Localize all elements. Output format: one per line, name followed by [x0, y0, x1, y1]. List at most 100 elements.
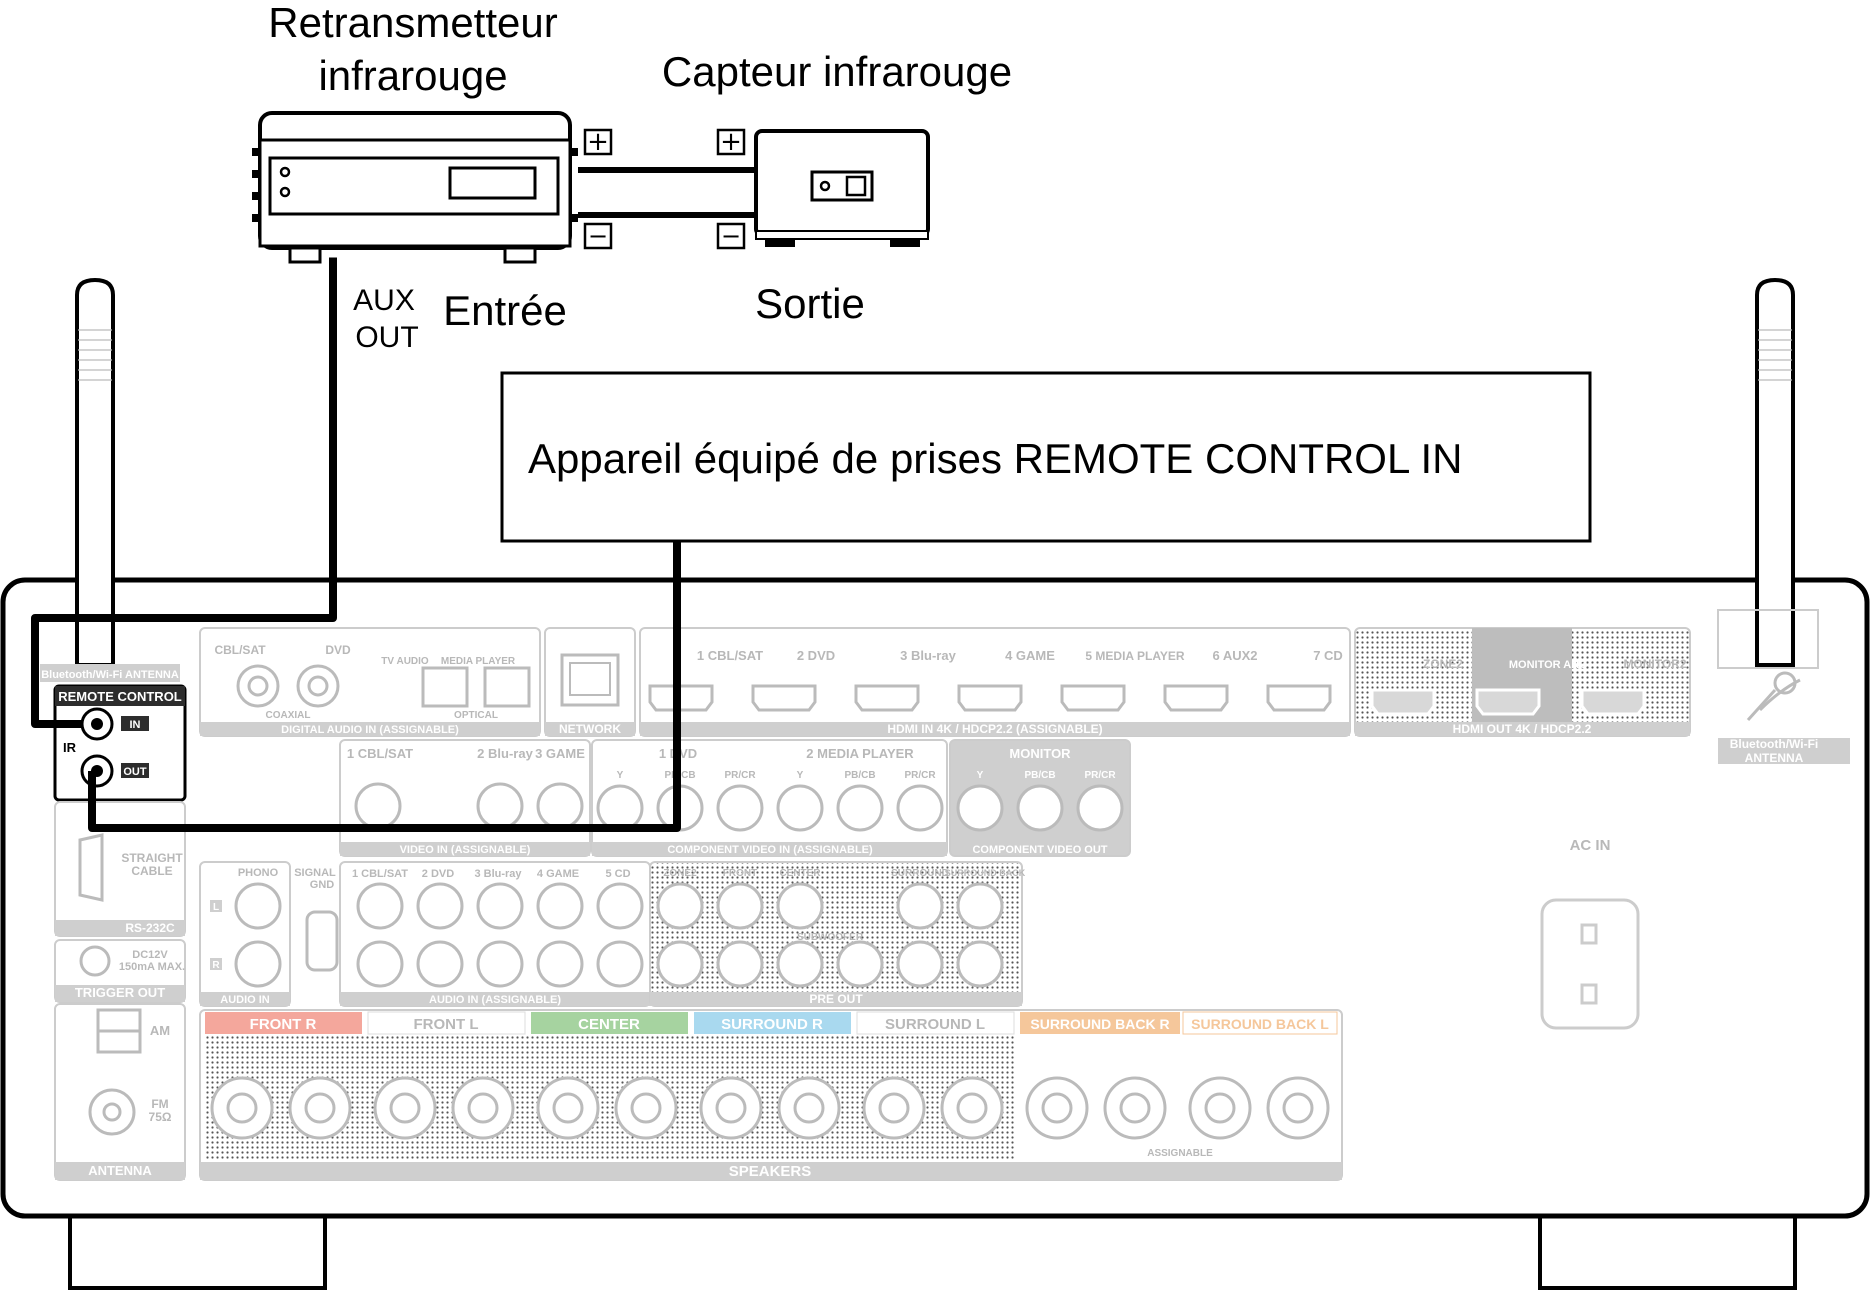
- preout-jack-10: [896, 940, 944, 988]
- aux-out-label-2: OUT: [355, 321, 418, 354]
- gnd-terminal: [305, 910, 339, 972]
- preout-jack-3: [776, 882, 824, 930]
- sensor-title: Capteur infrarouge: [662, 48, 1012, 95]
- bt-antenna-right-label-2: ANTENNA: [1745, 751, 1804, 765]
- audio-l-label: L: [213, 902, 219, 913]
- hdmi-in-panel: 1 CBL/SAT 2 DVD 3 Blu-ray 4 GAME 5 MEDIA…: [639, 627, 1351, 737]
- output-label: Sortie: [755, 280, 865, 327]
- optical-label: OPTICAL: [454, 710, 498, 721]
- audio-in-panel: 1 CBL/SAT 2 DVD 3 Blu-ray 4 GAME 5 CD AU…: [339, 861, 651, 1007]
- hdmi-in-port-3: [854, 684, 920, 712]
- digital-audio-footer: DIGITAL AUDIO IN (ASSIGNABLE): [281, 724, 459, 736]
- trigger-out-panel: DC12V 150mA MAX. TRIGGER OUT: [54, 939, 186, 1003]
- relay-title-1: Retransmetteur: [268, 0, 557, 46]
- speaker-terminal-7b: [1266, 1076, 1330, 1140]
- preout-jack-8: [776, 940, 824, 988]
- left-antenna-port: Bluetooth/Wi-Fi ANTENNA: [40, 664, 180, 682]
- ir-label: IR: [63, 740, 77, 755]
- component-ch-y-1: Y: [617, 770, 624, 781]
- hdmi-in-port-4: [957, 684, 1023, 712]
- fm-label-2: 75Ω: [149, 1110, 172, 1124]
- rs232c-note-1: STRAIGHT: [121, 851, 183, 865]
- component-out-pb: PB/CB: [1024, 770, 1055, 781]
- component-out-jack-1: [956, 784, 1004, 832]
- fm-label-1: FM: [151, 1097, 168, 1111]
- hdmi-in-5: 5 MEDIA PLAYER: [1085, 649, 1184, 663]
- aux-out-label-1: AUX: [353, 284, 415, 317]
- network-label: NETWORK: [559, 722, 621, 736]
- audio-jack-4l: [536, 882, 584, 930]
- pre-out-panel: ZONE2 FRONT CENTER SURROUND SURROUND BAC…: [649, 861, 1026, 1007]
- fm-terminal: [88, 1088, 136, 1136]
- audio-jack-3l: [476, 882, 524, 930]
- hdmi-in-port-6: [1163, 684, 1229, 712]
- ir-sensor: [754, 129, 930, 247]
- trigger-spec-2: 150mA MAX.: [119, 961, 185, 973]
- speaker-terminal-7a: [1188, 1076, 1252, 1140]
- phono-jack-l: [234, 882, 282, 930]
- polarity-markers: + − + −: [583, 127, 746, 250]
- speaker-terminal-1b: [288, 1076, 352, 1140]
- component-out-y: Y: [977, 770, 984, 781]
- hdmi-in-footer: HDMI IN 4K / HDCP2.2 (ASSIGNABLE): [887, 722, 1102, 736]
- rs232c-panel: STRAIGHT CABLE RS-232C: [54, 801, 186, 937]
- remote-control-panel: REMOTE CONTROL IR IN OUT: [53, 684, 187, 802]
- component-out-footer: COMPONENT VIDEO OUT: [972, 844, 1107, 856]
- audio-jack-2r: [416, 940, 464, 988]
- ir-relay: [252, 111, 578, 264]
- speaker-surround-r: SURROUND R: [721, 1016, 823, 1033]
- remote-control-device: Appareil équipé de prises REMOTE CONTROL…: [500, 371, 1592, 543]
- digital-in-3: TV AUDIO: [381, 656, 429, 667]
- audio-jack-1l: [356, 882, 404, 930]
- hdmi-in-6: 6 AUX2: [1212, 648, 1257, 663]
- optical-port-1: [421, 666, 469, 708]
- antenna-label: ANTENNA: [88, 1163, 152, 1178]
- bt-antenna-right-label-1: Bluetooth/Wi-Fi: [1730, 737, 1819, 751]
- component-jack-6: [896, 784, 944, 832]
- left-foot: [68, 1208, 327, 1290]
- av-receiver: Bluetooth/Wi-Fi ANTENNA Bluetooth/Wi-Fi …: [0, 277, 1870, 1290]
- hdmi-out-port-2: [1475, 688, 1541, 716]
- preout-jack-1: [656, 882, 704, 930]
- rs232c-note-2: CABLE: [131, 864, 172, 878]
- relay-plus: +: [587, 127, 609, 157]
- digital-in-2: DVD: [325, 643, 351, 657]
- remote-in-label: IN: [130, 719, 141, 731]
- relay-title-2: infrarouge: [318, 52, 507, 99]
- digital-in-1: CBL/SAT: [214, 643, 266, 657]
- audio-r-label: R: [212, 960, 220, 971]
- signal-gnd-2: GND: [310, 879, 335, 891]
- speaker-surround-l: SURROUND L: [885, 1016, 985, 1033]
- phono-jack-r: [234, 940, 282, 988]
- video-jack-3: [536, 782, 584, 830]
- component-out-panel: MONITOR Y PB/CB PR/CR COMPONENT VIDEO OU…: [949, 739, 1131, 857]
- speaker-terminal-3b: [614, 1076, 678, 1140]
- preout-jack-2: [716, 882, 764, 930]
- phono-footer: AUDIO IN: [220, 994, 270, 1006]
- hdmi-in-port-7: [1266, 684, 1332, 712]
- speaker-front-l: FRONT L: [414, 1016, 479, 1033]
- audio-jack-1r: [356, 940, 404, 988]
- speaker-terminal-4a: [699, 1076, 763, 1140]
- right-antenna: [1755, 277, 1795, 667]
- hdmi-in-2: 2 DVD: [797, 648, 835, 663]
- pre-out-footer: PRE OUT: [809, 992, 863, 1006]
- pre-out-subwoofer: SUBWOOFER: [797, 932, 864, 943]
- hdmi-in-7: 7 CD: [1313, 648, 1343, 663]
- speaker-terminal-5a: [862, 1076, 926, 1140]
- speaker-terminal-3a: [536, 1076, 600, 1140]
- hdmi-out-panel: ZONE2 MONITOR ARC MONITOR2 HDMI OUT 4K /…: [1354, 627, 1691, 737]
- speaker-front-r: FRONT R: [250, 1016, 317, 1033]
- hdmi-out-2: MONITOR ARC: [1509, 659, 1587, 671]
- component-out-jack-3: [1076, 784, 1124, 832]
- ac-inlet: [1540, 898, 1640, 1030]
- component-ch-y-2: Y: [797, 770, 804, 781]
- speaker-center: CENTER: [578, 1016, 640, 1033]
- component-ch-pb-2: PB/CB: [844, 770, 875, 781]
- preout-jack-7: [716, 940, 764, 988]
- video-in-2: 2 Blu-ray: [477, 746, 533, 761]
- trigger-spec-1: DC12V: [132, 949, 168, 961]
- audio-jack-4r: [536, 940, 584, 988]
- speaker-terminal-2b: [451, 1076, 515, 1140]
